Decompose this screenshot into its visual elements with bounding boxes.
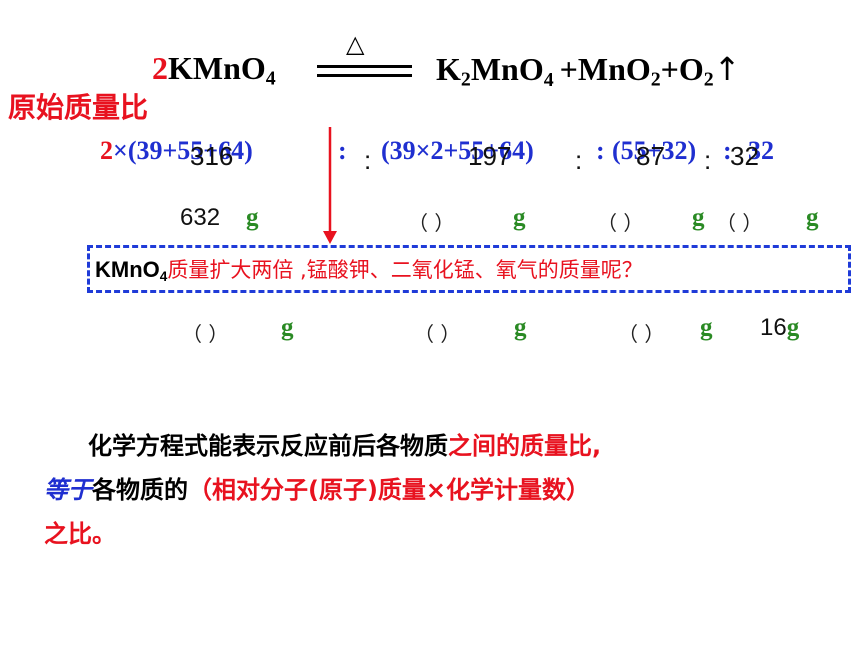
value-316: 316 <box>190 141 234 171</box>
unit-g: g <box>806 204 819 231</box>
unit-g: g <box>514 314 527 341</box>
value-colon-3: : <box>704 145 712 175</box>
blank-mno2-mass-2: （ ） <box>618 322 665 346</box>
ratio-mno2-expr: (55+32) <box>612 136 697 165</box>
ratio-o2-value: 32 <box>748 136 774 165</box>
value-colon-2: : <box>575 145 583 175</box>
mass-632: 632 <box>180 204 221 231</box>
question-body: 质量扩大两倍 ,锰酸钾、二氧化锰、氧气的质量呢？ <box>167 258 643 282</box>
equation-coefficient: 2 <box>152 50 168 86</box>
blank-o2-mass: （ ） <box>716 211 763 235</box>
equation-reactant-sub: 4 <box>265 67 276 90</box>
blank-kmno4-mass: （ ） <box>182 322 229 346</box>
unit-g: g <box>281 314 294 341</box>
unit-g: g <box>692 204 705 231</box>
original-mass-ratio-label: 原始质量比 <box>8 91 149 124</box>
value-colon-1: : <box>364 145 372 175</box>
unit-g: g <box>513 204 526 231</box>
value-87: 87 <box>636 141 665 171</box>
ratio-expression-row: 2×(39+55+64) <box>100 136 253 165</box>
red-down-arrow-icon <box>322 127 338 250</box>
explanation-paragraph: 化学方程式能表示反应前后各物质之间的质量比, 等于各物质的（相对分子(原子)质量… <box>44 432 602 548</box>
ratio-sep-1: : <box>338 136 347 165</box>
equation-products: K2MnO4+MnO2+O2↑ <box>436 50 741 91</box>
mass-16: 16g <box>760 314 800 341</box>
unit-g: g <box>246 204 259 231</box>
question-box <box>87 245 851 293</box>
ratio-k2mno4-expr: (39×2+55+64) <box>381 136 534 165</box>
value-197: 197 <box>468 141 512 171</box>
unit-g: g <box>700 314 713 341</box>
equation-reactant: KMnO <box>168 50 266 86</box>
blank-mno2-mass: （ ） <box>597 211 644 235</box>
gas-arrow-icon: ↑ <box>713 50 741 88</box>
reaction-condition-heat: △ <box>346 30 365 58</box>
ratio-sep-3: : <box>723 136 732 165</box>
question-formula: KMnO4 <box>95 257 168 284</box>
question-text: KMnO4质量扩大两倍 ,锰酸钾、二氧化锰、氧气的质量呢？ <box>95 254 643 284</box>
value-32: 32 <box>730 141 759 171</box>
ratio-sep-2: : <box>596 136 605 165</box>
blank-k2mno4-mass-2: （ ） <box>414 322 461 346</box>
chemical-equation: 2KMnO4 <box>152 50 276 91</box>
equals-sign <box>317 65 412 78</box>
blank-k2mno4-mass: （ ） <box>408 211 455 235</box>
